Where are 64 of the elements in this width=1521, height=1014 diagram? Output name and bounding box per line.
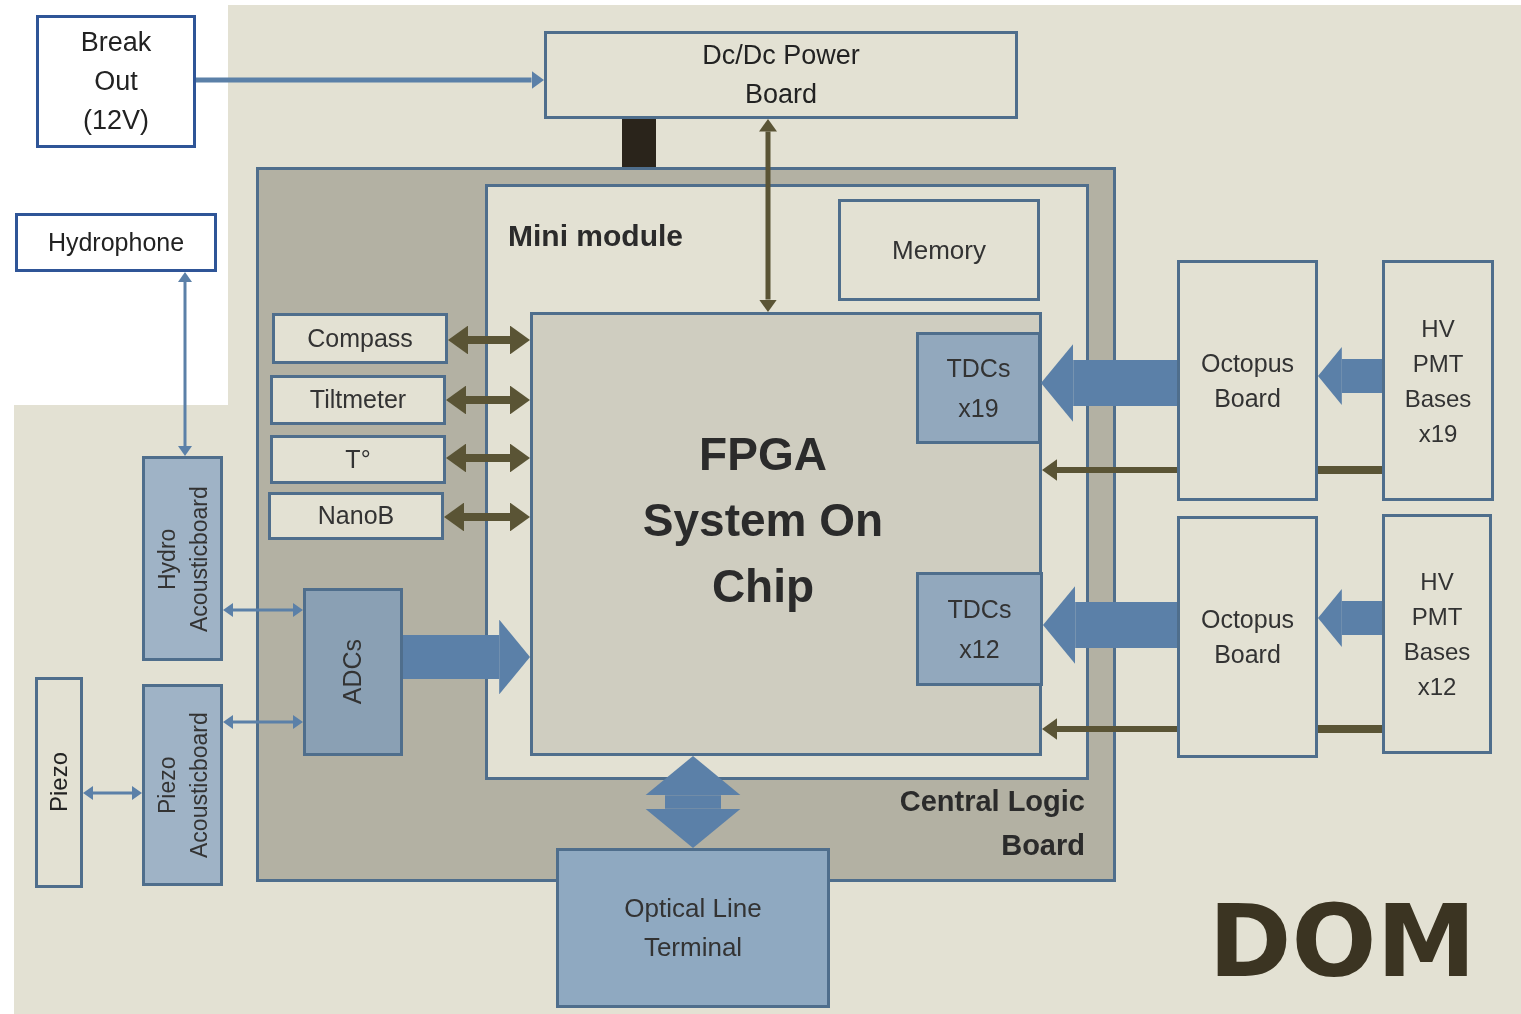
- arrow: [759, 119, 777, 312]
- chip-panel: [530, 312, 1042, 756]
- arrow: [446, 443, 530, 473]
- box-label: TDCs x19: [945, 353, 1012, 424]
- box-label: TDCs x12: [946, 594, 1013, 665]
- process-box: [1177, 516, 1318, 758]
- arrow: [223, 715, 303, 729]
- process-box: [556, 848, 830, 1008]
- box-label: Octopus Board: [1199, 604, 1296, 670]
- board-panel: [256, 167, 1116, 882]
- box-label: Mini module: [508, 218, 683, 254]
- connector-line: [622, 119, 656, 167]
- region-background: [14, 5, 1521, 1014]
- process-box: [142, 456, 223, 661]
- process-box: [916, 332, 1041, 444]
- process-box: [916, 572, 1043, 686]
- box-label: T°: [345, 443, 371, 475]
- arrow: [1318, 589, 1382, 647]
- arrow: [645, 756, 741, 848]
- box-label: Central Logic Board: [898, 784, 1085, 863]
- box-label: Break Out (12V): [79, 26, 153, 137]
- arrow: [1042, 459, 1177, 481]
- arrow: [178, 272, 192, 456]
- module-panel: [485, 184, 1089, 780]
- process-box: [268, 492, 444, 540]
- process-box: [35, 677, 83, 888]
- arrow: [448, 325, 530, 355]
- box-label: Piezo Acousticboard: [152, 711, 213, 860]
- process-box: [544, 31, 1018, 119]
- process-box: [142, 684, 223, 886]
- box-label: Dc/Dc Power Board: [701, 39, 861, 111]
- arrow: [446, 385, 530, 415]
- process-box: [270, 435, 446, 484]
- box-label: ADCs: [337, 639, 368, 705]
- box-label: Tiltmeter: [309, 384, 407, 416]
- process-box: [1177, 260, 1318, 501]
- box-label: FPGA System On Chip: [641, 427, 885, 614]
- box-label: HV PMT Bases x12: [1402, 567, 1472, 702]
- box-label: HV PMT Bases x19: [1403, 313, 1473, 449]
- box-label: Octopus Board: [1199, 347, 1296, 414]
- box-label: Hydrophone: [47, 226, 185, 258]
- arrow: [1041, 343, 1177, 423]
- box-label: Memory: [892, 233, 986, 267]
- box-label: Optical Line Terminal: [623, 892, 763, 964]
- process-box: [838, 199, 1040, 301]
- box-label: Compass: [307, 322, 413, 354]
- arrow: [223, 603, 303, 617]
- box-label: Piezo: [44, 752, 73, 813]
- arrow: [196, 71, 544, 89]
- process-box: [1382, 514, 1492, 754]
- process-box: [270, 375, 446, 425]
- process-box: [1382, 260, 1494, 501]
- process-box: [303, 588, 403, 756]
- arrow: [1318, 347, 1382, 405]
- arrow: [83, 786, 142, 800]
- arrow: [444, 502, 530, 532]
- arrow: [1042, 718, 1177, 740]
- box-label: DOM: [1208, 892, 1476, 992]
- arrow: [1043, 585, 1177, 665]
- box-label: Hydro Acousticboard: [152, 484, 213, 634]
- process-box: [272, 313, 448, 364]
- box-label: NanoB: [317, 500, 395, 532]
- connector-line: [1318, 725, 1382, 733]
- connector-line: [1318, 466, 1382, 474]
